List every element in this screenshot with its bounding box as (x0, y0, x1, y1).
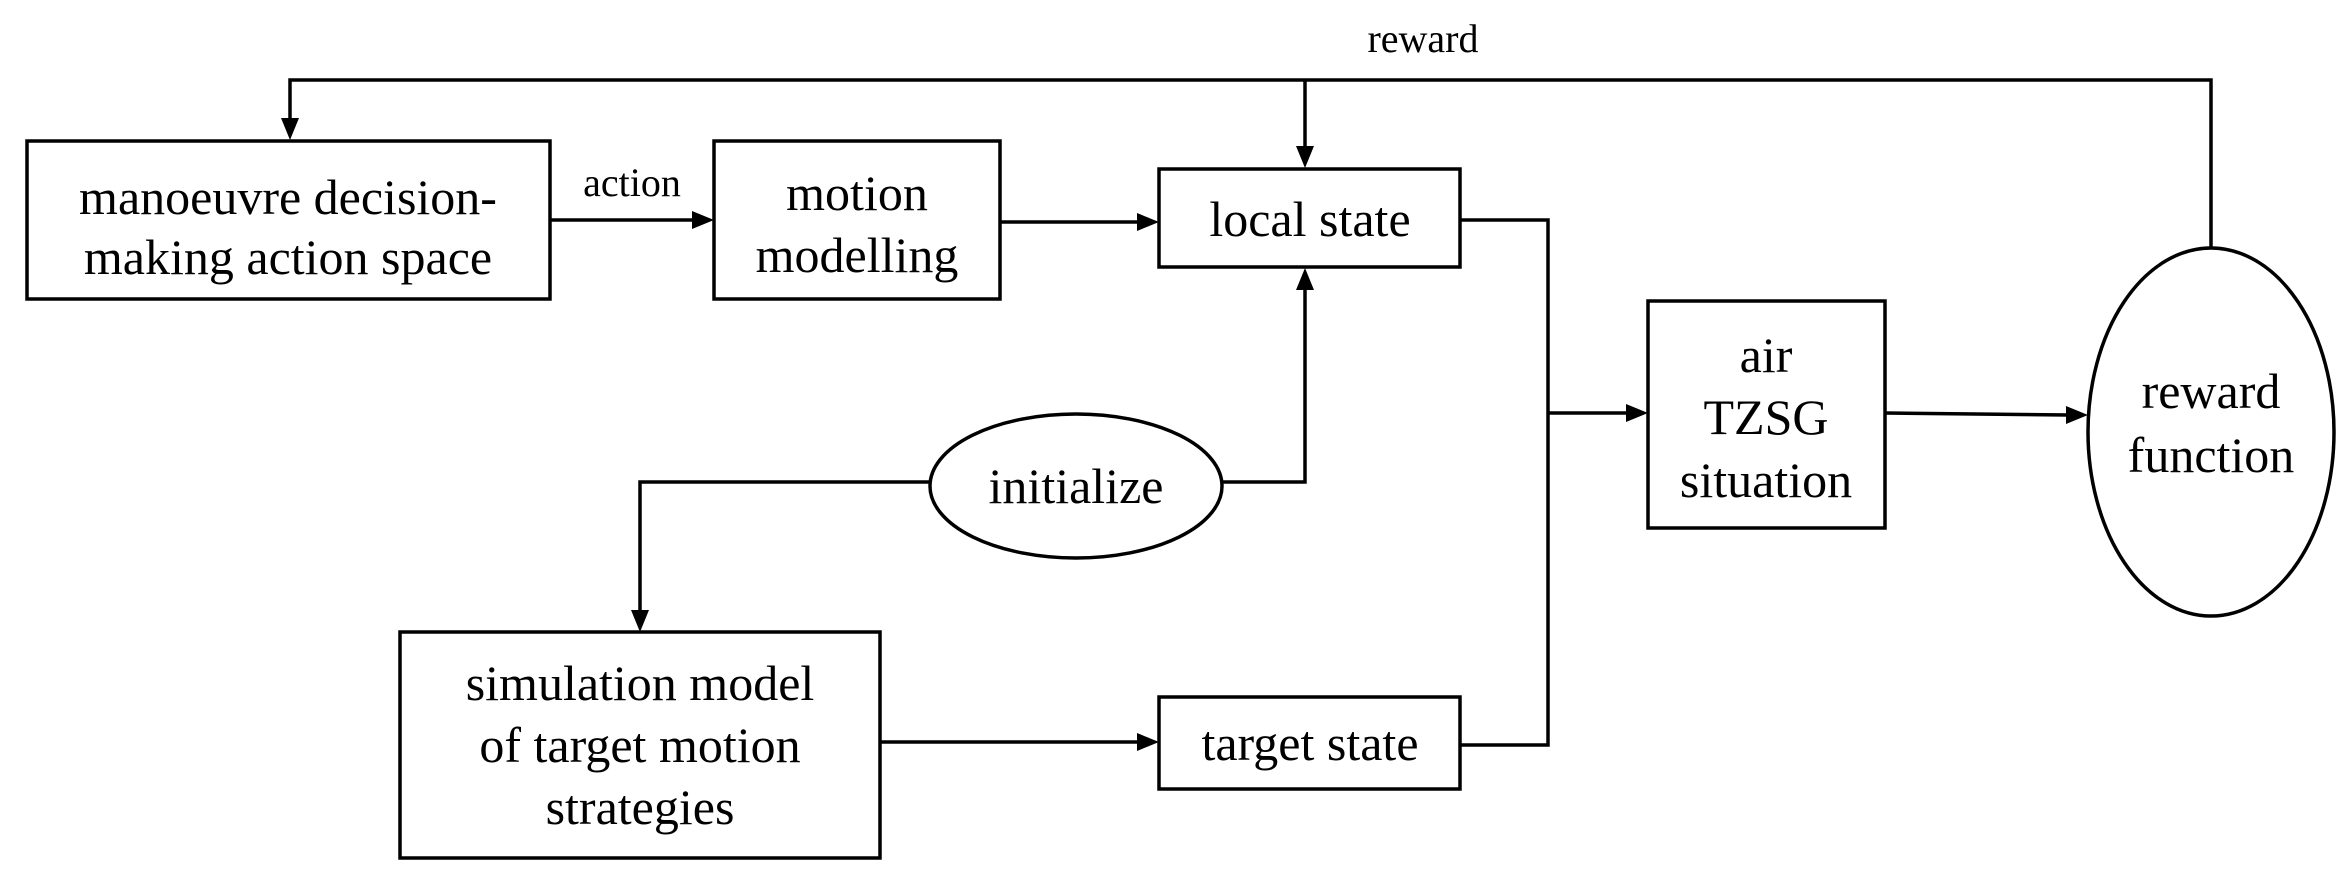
action-space-node: manoeuvre decision- making action space (25, 139, 552, 301)
arrowhead-into-local-state-left (1137, 213, 1159, 231)
simulation-model-label-line-1: simulation model (466, 655, 815, 711)
arrowhead-into-simulation-model (631, 610, 649, 632)
target-state-node: target state (1157, 695, 1462, 791)
initialize-label: initialize (989, 458, 1164, 514)
target-state-label: target state (1201, 715, 1418, 771)
arrowhead-into-reward-function (2066, 406, 2088, 424)
local-state-label: local state (1209, 191, 1410, 247)
simulation-model-label-line-2: of target motion (479, 717, 800, 773)
motion-modelling-label-line-2: modelling (756, 227, 959, 283)
reward-feedback-line (288, 78, 2213, 248)
initialize-node: initialize (928, 412, 1224, 560)
arrowhead-into-target-state (1137, 733, 1159, 751)
air-tzsg-node: air TZSG situation (1646, 299, 1887, 530)
arrowhead-into-motion-modelling (692, 211, 714, 229)
arrowhead-into-local-state-bottom (1296, 268, 1314, 290)
action-edge-label: action (583, 160, 681, 205)
initialize-to-local-state-line (1222, 288, 1307, 484)
reward-edge-label: reward (1367, 16, 1478, 61)
air-tzsg-label-line-2: TZSG (1704, 389, 1829, 445)
action-space-label-line-2: making action space (84, 229, 492, 285)
arrowhead-into-action-space (281, 118, 299, 140)
motion-modelling-label-line-1: motion (786, 165, 928, 221)
air-to-reward-line (1884, 411, 2069, 417)
air-tzsg-label-line-1: air (1740, 327, 1793, 383)
initialize-to-simulation-line (638, 480, 930, 612)
air-tzsg-label-line-3: situation (1680, 452, 1852, 508)
motion-modelling-node: motion modelling (712, 139, 1002, 301)
local-state-node: local state (1157, 167, 1462, 269)
arrowhead-into-local-state-top (1296, 146, 1314, 168)
simulation-model-node: simulation model of target motion strate… (398, 630, 882, 860)
local-state-out-line (1460, 218, 1550, 747)
reward-function-label-line-2: function (2128, 427, 2295, 483)
reward-function-label-line-1: reward (2142, 363, 2281, 419)
simulation-model-label-line-3: strategies (546, 779, 735, 835)
action-space-label-line-1: manoeuvre decision- (79, 169, 497, 225)
reward-function-node: reward function (2086, 246, 2336, 618)
arrowhead-into-air-tzsg (1626, 404, 1648, 422)
